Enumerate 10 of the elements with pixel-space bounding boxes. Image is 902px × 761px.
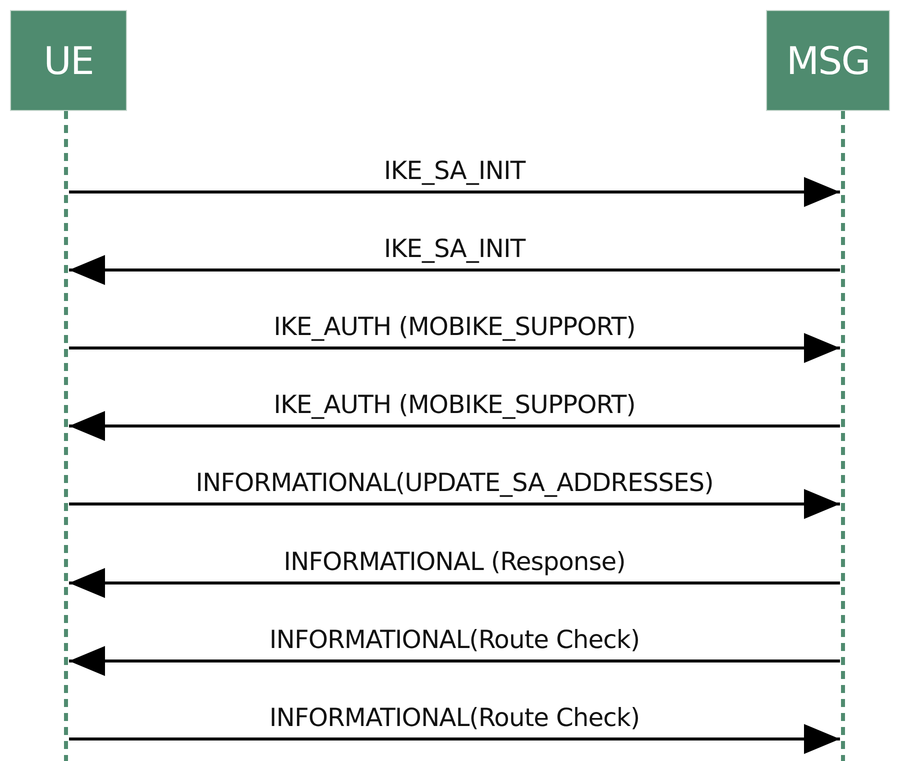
message-arrow <box>69 489 840 519</box>
message-arrow <box>69 568 840 598</box>
message-arrow <box>69 177 840 207</box>
participant-box: MSG <box>766 10 890 111</box>
message-arrow <box>69 411 840 441</box>
message-arrow <box>69 646 840 676</box>
message-arrow <box>69 255 840 285</box>
participant-box: UE <box>10 10 127 111</box>
message-arrow <box>69 724 840 754</box>
message-arrow <box>69 333 840 363</box>
